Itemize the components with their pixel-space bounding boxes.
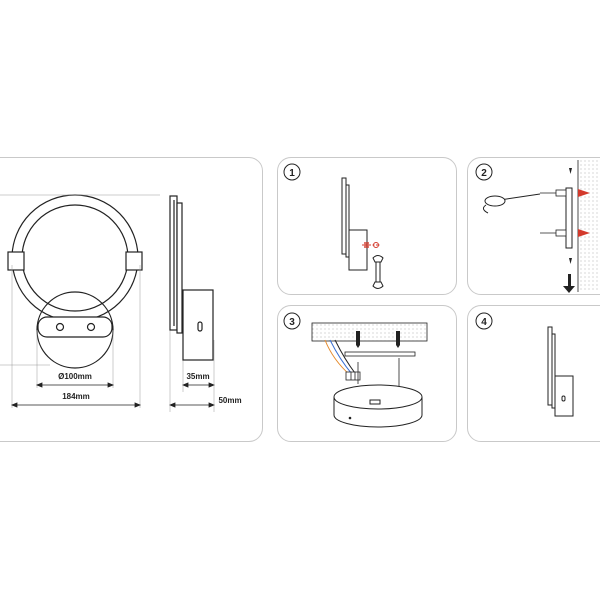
step-1-badge: 1: [283, 163, 301, 181]
dim-width-label: 184mm: [62, 392, 90, 401]
wires: [324, 339, 356, 376]
dim-depth-total-label: 50mm: [218, 396, 241, 405]
dimensions-panel: [0, 157, 263, 442]
dimension-guides: [0, 194, 160, 408]
mounting-plate: [565, 187, 573, 249]
lamp-base-disc: [333, 384, 423, 428]
dimension-guides-side: [169, 330, 215, 412]
dim-diameter-label: Ø100mm: [58, 372, 92, 381]
wrench-icon: [372, 255, 384, 289]
step-1-screw-highlight: [362, 242, 380, 248]
dimension-lines: [10, 382, 216, 408]
ceiling-anchors: [356, 331, 400, 348]
lamp-side-view: [169, 195, 214, 361]
screw-anchor-top: [540, 189, 590, 197]
step-2-number: 2: [481, 168, 487, 179]
terminal-block: [345, 371, 361, 381]
small-screws: [563, 168, 575, 293]
mounting-bar: [344, 351, 416, 357]
lamp-front-view: [7, 194, 143, 369]
screwdriver-icon: [482, 193, 541, 214]
step-1-lamp-side: [341, 177, 368, 271]
ceiling-section: [311, 322, 428, 342]
step-3-number: 3: [289, 317, 295, 328]
step-1-number: 1: [289, 168, 295, 179]
screw-anchor-bottom: [540, 229, 590, 237]
step-4-badge: 4: [475, 312, 493, 330]
step-4-number: 4: [481, 317, 487, 328]
step-2-badge: 2: [475, 163, 493, 181]
dim-depth-base-label: 35mm: [186, 372, 209, 381]
step-4-panel: [467, 305, 600, 442]
step-3-badge: 3: [283, 312, 301, 330]
wall-section: [578, 160, 600, 292]
step-1-panel: [277, 157, 457, 295]
step-4-lamp-side: [547, 326, 574, 417]
mounting-screws: [357, 358, 400, 386]
